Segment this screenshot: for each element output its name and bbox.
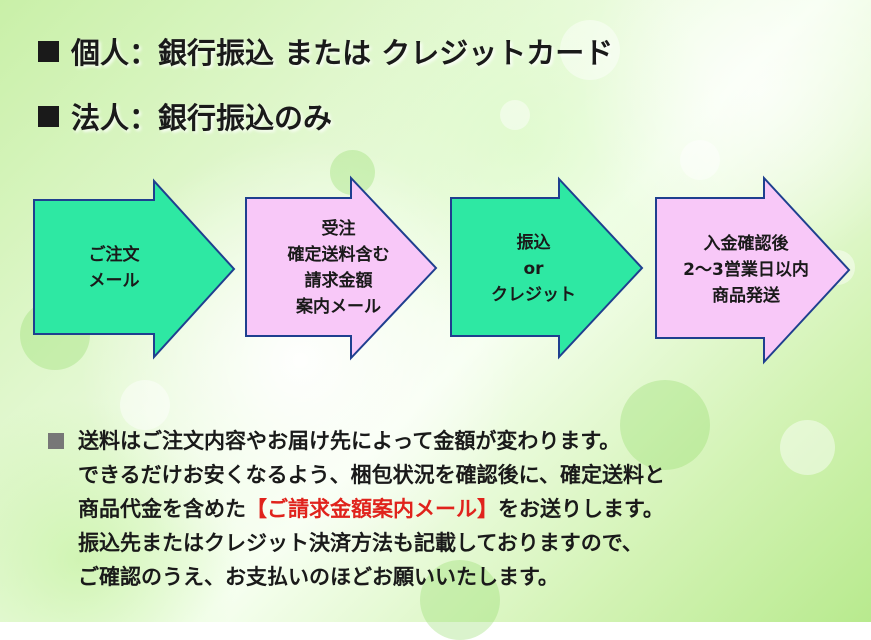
notes-line-2: できるだけお安くなるよう、梱包状況を確認後に、確定送料と (78, 463, 665, 487)
flow-arrow-payment (450, 176, 644, 360)
flow-arrow-invoice-mail (245, 175, 438, 361)
gray-square-bullet-icon (48, 433, 64, 449)
corporate-payment-text: 法人：銀行振込のみ (71, 101, 333, 135)
corporate-payment-heading: 法人：銀行振込のみ (38, 95, 332, 137)
notes-line-5: ご確認のうえ、お支払いのほどお願いいたします。 (78, 565, 559, 589)
notes-line-1: 送料はご注文内容やお届け先によって金額が変わります。 (48, 424, 838, 458)
flow-step-shipping-label: 入金確認後 2～3営業日以内 商品発送 (683, 234, 809, 306)
black-square-bullet-icon (38, 105, 59, 127)
individual-payment-heading: 個人：銀行振込 または クレジットカード (38, 30, 613, 72)
order-flow-diagram (33, 175, 851, 365)
flow-arrow-shipping (655, 175, 851, 365)
notes-line-4: 振込先またはクレジット決済方法も記載しておりますので、 (78, 531, 643, 555)
flow-step-payment-label: 振込 or クレジット (491, 233, 576, 305)
notes-line-3-before: 商品代金を含めた (78, 497, 246, 521)
notes-line-1-text: 送料はご注文内容やお届け先によって金額が変わります。 (78, 429, 621, 453)
flow-step-invoice-mail-label: 受注 確定送料含む 請求金額 案内メール (287, 219, 390, 317)
notes-line-3: 商品代金を含めた【ご請求金額案内メール】をお送りします。 (48, 492, 838, 526)
flow-step-order-mail-label: ご注文 メール (88, 245, 140, 291)
notes-line-3-after: をお送りします。 (498, 497, 664, 521)
flow-arrow-order-mail (33, 178, 236, 360)
black-square-bullet-icon (38, 40, 59, 62)
individual-payment-text: 個人：銀行振込 または クレジットカード (71, 36, 614, 70)
invoice-mail-highlight: 【ご請求金額案内メール】 (246, 497, 498, 521)
shipping-notes: 送料はご注文内容やお届け先によって金額が変わります。 できるだけお安くなるよう、… (48, 424, 838, 594)
